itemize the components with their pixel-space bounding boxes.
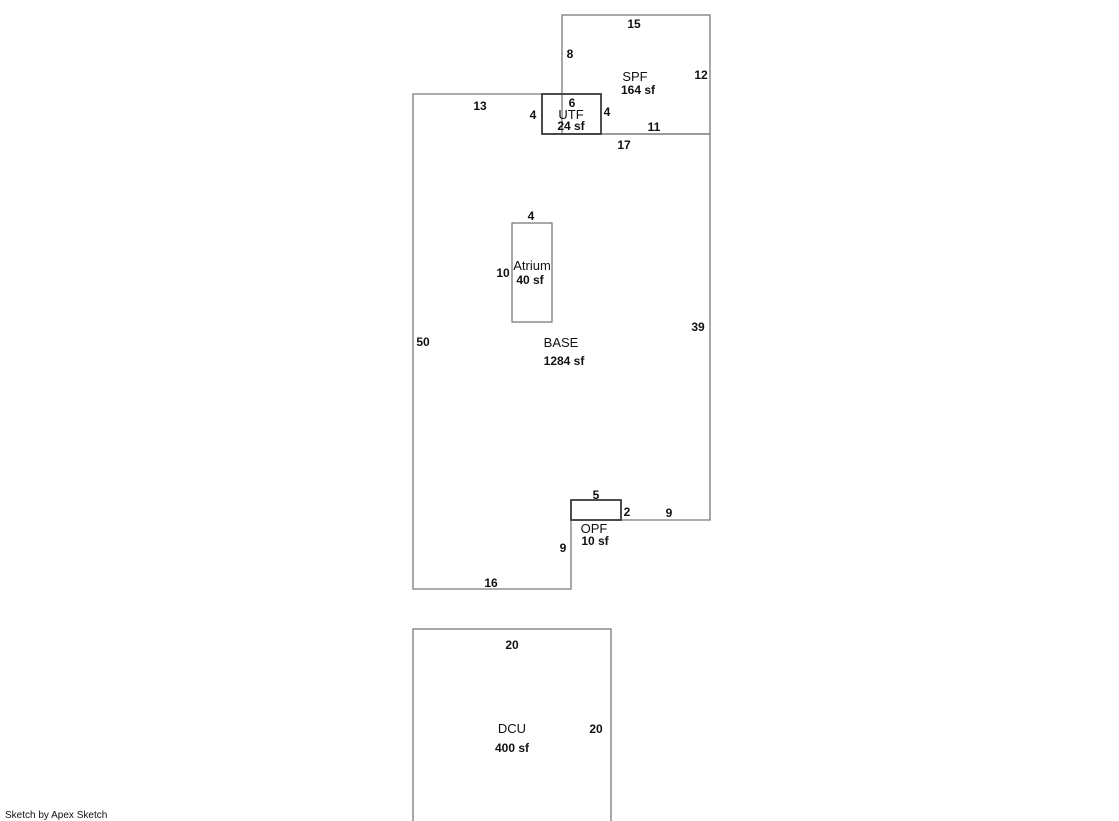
opf-outline <box>570 499 622 521</box>
utf-area: 24 sf <box>557 119 585 133</box>
utf-right-dim: 4 <box>604 105 611 119</box>
atrium-area: 40 sf <box>516 273 544 287</box>
base-top-dim: 13 <box>473 99 487 113</box>
atrium-left-dim: 10 <box>496 266 510 280</box>
base-step-right-dim: 9 <box>666 506 673 520</box>
spf-left-dim: 8 <box>567 47 574 61</box>
dcu-name: DCU <box>498 721 526 736</box>
spf-bottom-dim: 11 <box>648 120 661 134</box>
utf-top-dim: 6 <box>569 96 576 110</box>
dcu-right-dim: 20 <box>589 722 603 736</box>
base-step-dim: 9 <box>560 541 567 555</box>
spf-right-dim: 12 <box>694 68 708 82</box>
base-top-right-dim: 17 <box>617 138 631 152</box>
spf-top-dim: 15 <box>627 17 641 31</box>
dcu-area: 400 sf <box>495 741 530 755</box>
dcu-outline <box>412 628 612 821</box>
base-bottom-dim: 16 <box>484 576 498 590</box>
base-name: BASE <box>544 335 579 350</box>
dcu-top-dim: 20 <box>505 638 519 652</box>
atrium-outline <box>511 222 553 323</box>
base-area: 1284 sf <box>544 354 586 368</box>
atrium-name: Atrium <box>513 258 551 273</box>
utf-left-dim: 4 <box>530 108 537 122</box>
base-left-dim: 50 <box>416 335 430 349</box>
sketch-credit: Sketch by Apex Sketch <box>5 810 108 821</box>
spf-name: SPF <box>622 69 647 84</box>
opf-top-dim: 5 <box>593 488 600 502</box>
atrium-top-dim: 4 <box>528 209 535 223</box>
utf-name: UTF <box>558 107 583 122</box>
opf-right-dim: 2 <box>624 505 631 519</box>
opf-area: 10 sf <box>581 534 609 548</box>
opf-name: OPF <box>581 521 608 536</box>
base-right-dim: 39 <box>691 320 705 334</box>
spf-area: 164 sf <box>621 83 656 97</box>
utf-outline <box>541 93 602 135</box>
